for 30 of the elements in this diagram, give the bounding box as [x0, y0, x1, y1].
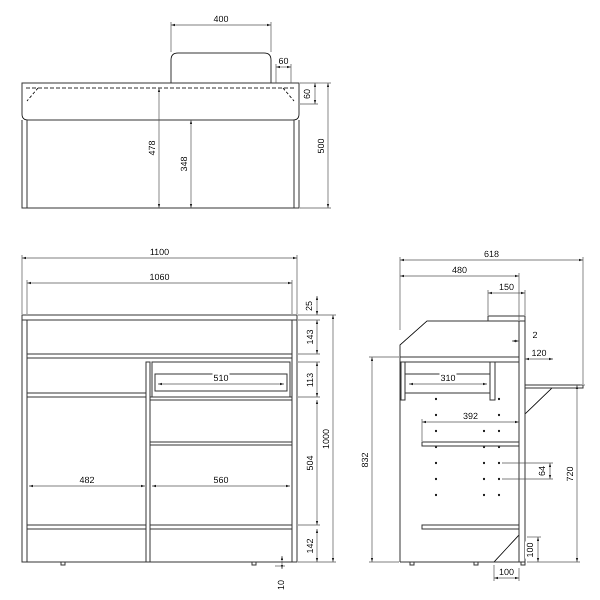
dimension-label: 1000: [321, 427, 331, 450]
dimension-label: 348: [179, 155, 189, 173]
dimension-label: 143: [305, 328, 315, 346]
dimension-label: 1060: [148, 272, 171, 282]
dimension-label: 510: [212, 373, 230, 383]
dimension-label: 25: [304, 300, 314, 312]
dimension-label: 310: [439, 373, 457, 383]
dimension-label: 618: [482, 249, 500, 259]
dimension-label: 504: [305, 454, 315, 472]
dimension-label: 120: [530, 348, 548, 358]
dimension-label: 150: [498, 282, 516, 292]
dimension-label: 113: [305, 371, 315, 388]
dimension-label: 60: [278, 56, 290, 66]
dimension-label: 832: [360, 450, 370, 468]
dimension-label: 480: [450, 265, 468, 275]
dimension-label: 560: [212, 475, 230, 485]
dimension-label: 1100: [148, 247, 170, 257]
dimension-label: 10: [276, 579, 286, 591]
dimension-label: 64: [537, 465, 547, 477]
dimension-label: 720: [565, 464, 575, 482]
dimension-label: 478: [147, 139, 157, 157]
dimension-label: 500: [316, 136, 326, 154]
dimension-label: 392: [462, 411, 480, 421]
dimension-label: 60: [302, 88, 312, 100]
dimension-label: 400: [212, 14, 230, 24]
dimension-label: 100: [525, 540, 535, 558]
dimension-label: 142: [305, 536, 315, 554]
dimension-label: 2: [532, 330, 538, 340]
dimension-label: 482: [78, 475, 96, 485]
dimension-label: 100: [498, 567, 516, 577]
